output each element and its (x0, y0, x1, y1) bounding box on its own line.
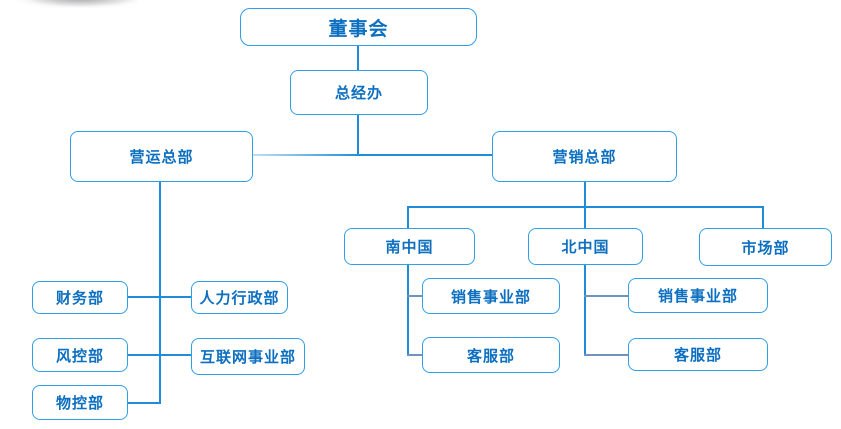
connector-south-china-drop (407, 206, 409, 228)
connector-north-china-drop (584, 206, 586, 228)
connector-marketing-drop (584, 182, 586, 208)
org-node-internet-division: 互联网事业部 (191, 338, 305, 375)
connector-operations-row2-stub (128, 354, 191, 356)
org-node-south-customer-service: 客服部 (422, 337, 560, 373)
org-node-north-sales-division: 销售事业部 (628, 278, 768, 313)
connector-hq-horizontal (253, 154, 492, 156)
org-node-board-of-directors: 董事会 (240, 8, 477, 46)
connector-operations-vertical (159, 182, 161, 404)
screenshot-edge-smudge (18, 0, 138, 8)
connector-gm-drop (357, 115, 359, 155)
connector-south-sales-stub (407, 295, 422, 297)
org-node-north-customer-service: 客服部 (628, 338, 768, 371)
org-node-south-china: 南中国 (344, 228, 475, 265)
connector-operations-row1-stub (128, 296, 191, 298)
org-node-finance-dept: 财务部 (32, 281, 128, 314)
org-node-operations-hq: 营运总部 (70, 131, 253, 182)
org-node-material-control-dept: 物控部 (32, 385, 128, 420)
org-node-south-sales-division: 销售事业部 (422, 278, 560, 314)
connector-north-children-vertical (584, 265, 586, 356)
connector-south-children-vertical (407, 265, 409, 356)
org-node-hr-admin-dept: 人力行政部 (191, 281, 288, 314)
org-node-risk-control-dept: 风控部 (32, 338, 128, 372)
connector-south-service-stub (407, 354, 422, 356)
connector-north-service-stub (584, 354, 628, 356)
connector-board-to-gm (357, 46, 359, 70)
org-node-north-china: 北中国 (528, 228, 643, 265)
connector-operations-row3-stub (128, 402, 160, 404)
org-node-marketing-hq: 营销总部 (492, 131, 677, 182)
connector-market-dept-drop (762, 206, 764, 228)
org-node-gm-office: 总经办 (290, 70, 428, 115)
connector-north-sales-stub (584, 295, 628, 297)
org-node-market-dept: 市场部 (699, 228, 832, 266)
